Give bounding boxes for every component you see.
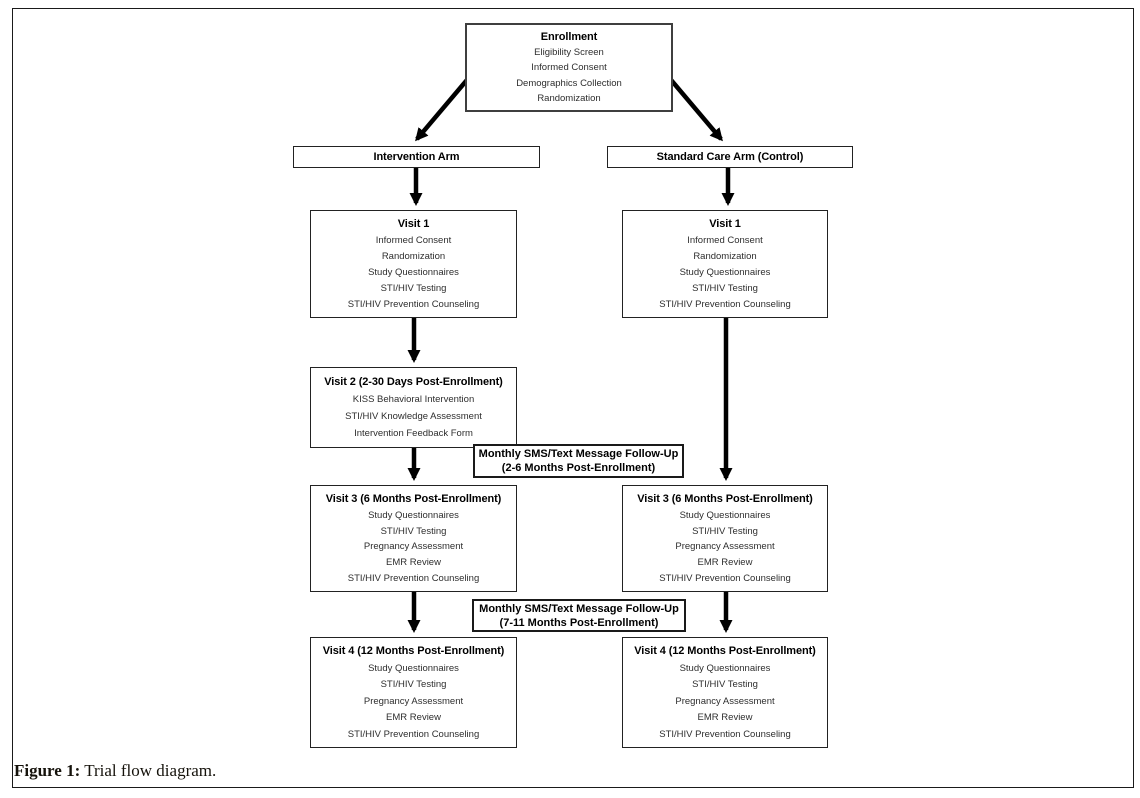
box-title: Visit 3 (6 Months Post-Enrollment): [637, 492, 813, 505]
box-item: Study Questionnaires: [679, 662, 771, 674]
box-item: STI/HIV Testing: [380, 525, 447, 537]
box-item: STI/HIV Testing: [692, 525, 758, 537]
box-item: STI/HIV Prevention Counseling: [659, 299, 791, 310]
box-item: Study Questionnaires: [368, 267, 459, 278]
box-item: Study Questionnaires: [679, 509, 771, 521]
box-item: Randomization: [537, 92, 601, 104]
sms-line: (7-11 Months Post-Enrollment): [499, 616, 659, 629]
box-item: Informed Consent: [375, 235, 452, 246]
box-item: Eligibility Screen: [534, 47, 604, 59]
box-item: Pregnancy Assessment: [363, 695, 464, 707]
box-item: STI/HIV Testing: [692, 283, 758, 294]
sms-followup-2-box: Monthly SMS/Text Message Follow-Up (7-11…: [472, 599, 686, 632]
standard-care-arm-box: Standard Care Arm (Control): [607, 146, 853, 168]
intervention-visit4-box: Visit 4 (12 Months Post-Enrollment) Stud…: [310, 637, 517, 748]
box-title: Visit 4 (12 Months Post-Enrollment): [634, 645, 816, 658]
intervention-arm-box: Intervention Arm: [293, 146, 540, 168]
box-item: Randomization: [381, 251, 446, 262]
box-item: Pregnancy Assessment: [675, 695, 775, 707]
sms-line: Monthly SMS/Text Message Follow-Up: [478, 448, 679, 460]
figure-caption-label: Figure 1:: [14, 761, 81, 780]
box-item: STI/HIV Prevention Counseling: [347, 299, 480, 310]
figure-caption: Figure 1: Trial flow diagram.: [14, 761, 216, 781]
box-item: Intervention Feedback Form: [354, 428, 473, 439]
control-visit4-box: Visit 4 (12 Months Post-Enrollment) Stud…: [622, 637, 828, 748]
box-item: STI/HIV Knowledge Assessment: [345, 411, 482, 422]
box-item: EMR Review: [386, 557, 441, 569]
sms-line: Monthly SMS/Text Message Follow-Up: [479, 602, 679, 615]
box-item: STI/HIV Prevention Counseling: [659, 728, 791, 740]
box-item: Study Questionnaires: [679, 267, 771, 278]
box-item: EMR Review: [697, 712, 753, 724]
box-title: Visit 3 (6 Months Post-Enrollment): [325, 492, 502, 505]
box-item: Randomization: [693, 251, 757, 262]
box-title: Enrollment: [540, 31, 598, 44]
box-title: Visit 2 (2-30 Days Post-Enrollment): [324, 376, 503, 388]
box-item: STI/HIV Testing: [380, 679, 447, 691]
control-visit1-box: Visit 1 Informed Consent Randomization S…: [622, 210, 828, 318]
box-item: Informed Consent: [531, 62, 607, 74]
figure-frame: [12, 8, 1134, 788]
box-item: Pregnancy Assessment: [675, 541, 775, 553]
box-item: STI/HIV Prevention Counseling: [659, 573, 791, 585]
box-item: Study Questionnaires: [368, 662, 459, 674]
box-item: EMR Review: [386, 712, 441, 724]
intervention-visit2-box: Visit 2 (2-30 Days Post-Enrollment) KISS…: [310, 367, 517, 448]
box-item: Informed Consent: [687, 235, 763, 246]
control-visit3-box: Visit 3 (6 Months Post-Enrollment) Study…: [622, 485, 828, 592]
box-title: Visit 1: [709, 218, 741, 230]
intervention-visit1-box: Visit 1 Informed Consent Randomization S…: [310, 210, 517, 318]
box-title: Intervention Arm: [373, 151, 460, 163]
box-item: Pregnancy Assessment: [363, 541, 464, 553]
sms-line: (2-6 Months Post-Enrollment): [501, 462, 656, 474]
box-item: STI/HIV Testing: [380, 283, 447, 294]
box-title: Standard Care Arm (Control): [656, 151, 804, 163]
intervention-visit3-box: Visit 3 (6 Months Post-Enrollment) Study…: [310, 485, 517, 592]
box-item: STI/HIV Prevention Counseling: [347, 573, 480, 585]
box-item: Study Questionnaires: [368, 509, 459, 521]
sms-followup-1-box: Monthly SMS/Text Message Follow-Up (2-6 …: [473, 444, 684, 478]
enrollment-box: Enrollment Eligibility Screen Informed C…: [465, 23, 673, 112]
box-title: Visit 1: [397, 218, 430, 230]
figure-caption-text: Trial flow diagram.: [80, 761, 217, 780]
box-title: Visit 4 (12 Months Post-Enrollment): [322, 645, 505, 658]
box-item: STI/HIV Prevention Counseling: [347, 728, 480, 740]
box-item: KISS Behavioral Intervention: [352, 394, 475, 405]
box-item: STI/HIV Testing: [692, 679, 758, 691]
box-item: EMR Review: [697, 557, 753, 569]
box-item: Demographics Collection: [516, 77, 622, 89]
